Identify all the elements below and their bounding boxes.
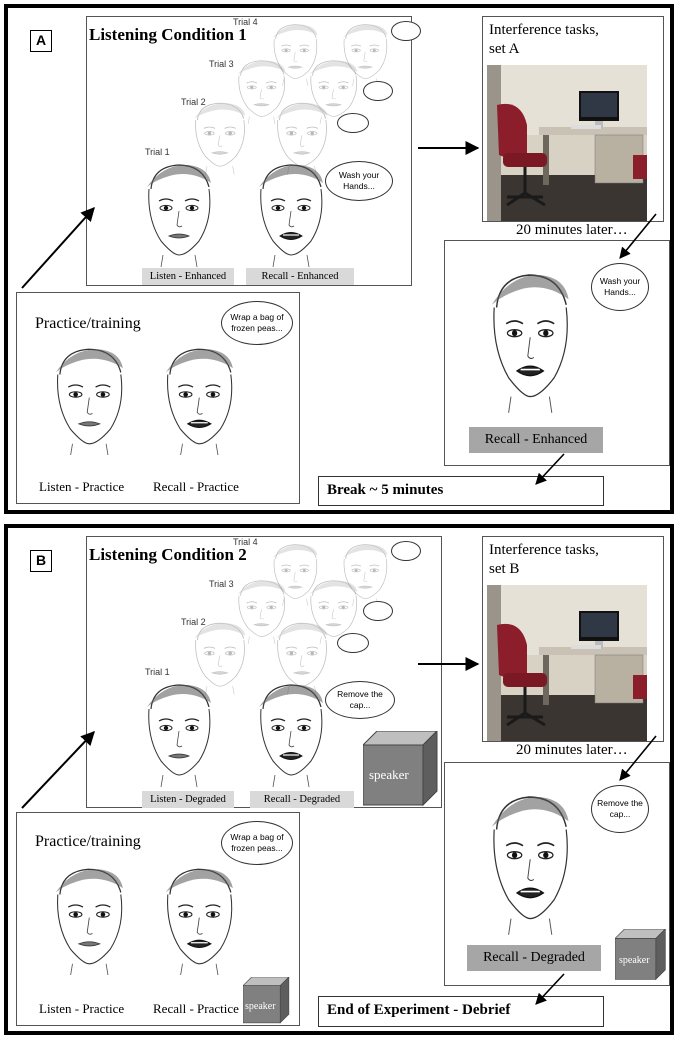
trial-bubble-small [337,633,369,653]
interference-box: Interference tasks, set A [482,16,664,222]
practice-recall-label: Recall - Practice [153,479,239,494]
panel-b-arrows [21,657,657,1005]
break-text: Break ~ 5 minutes [327,482,444,498]
speaker-label: speaker [369,767,409,782]
trial-3-label: Trial 3 [209,579,234,589]
interference-title: Interference tasks, set A [489,22,599,57]
trial-bubble-small [391,21,421,41]
trial-2-label: Trial 2 [181,97,206,107]
interference-title: Interference tasks, set B [489,542,599,577]
recall-speech-bubble: Wash your Hands... [591,263,649,311]
practice-recall-label: Recall - Practice [153,1001,239,1016]
practice-box: Practice/training Wrap a bag of frozen p… [16,292,300,504]
delay-text: 20 minutes later… [516,742,628,758]
speaker-label: speaker [245,1001,276,1012]
break-box: Break ~ 5 minutes [318,476,604,506]
trial-4-label: Trial 4 [233,17,258,27]
delay-text: 20 minutes later… [516,222,628,238]
panel-label: A [30,30,52,52]
trial-bubble-small [391,541,421,561]
trial-bubble-small [337,113,369,133]
practice-title: Practice/training [35,315,141,332]
arrow-interference-to-recall [619,735,657,781]
arrow-practice-to-condition [21,730,95,809]
end-box: End of Experiment - Debrief [318,996,604,1027]
practice-listen-label: Listen - Practice [39,479,125,494]
recall-label: Recall - Degraded [250,791,354,808]
practice-title: Practice/training [35,833,141,850]
trial-2-label: Trial 2 [181,617,206,627]
listening-condition-box: Listening Condition 1 Trial 4 Trial 3 Tr… [86,16,421,286]
interference-box: Interference tasks, set B [482,536,664,742]
recall-label: Recall - Enhanced [246,268,354,285]
listen-label: Listen - Enhanced [142,268,234,285]
recall-box: Remove the cap... Recall - Degraded spea… [444,762,670,986]
trial-bubble-small [363,81,393,101]
speech-bubble: Remove the cap... [325,681,395,719]
recall-box: Wash your Hands... Recall - Enhanced [444,240,670,466]
trial-1-label: Trial 1 [145,147,170,157]
trial-4-label: Trial 4 [233,537,258,547]
trial-1-label: Trial 1 [145,667,170,677]
panel-a: A Listening Condition 1 Trial 4 Trial 3 … [4,4,674,514]
practice-listen-label: Listen - Practice [39,1001,125,1016]
speech-bubble: Wash your Hands... [325,161,393,201]
listen-label: Listen - Degraded [142,791,234,808]
arrow-practice-to-condition [21,206,95,289]
condition-title: Listening Condition 1 [89,25,247,44]
listening-condition-box: Listening Condition 2 Trial 4 Trial 3 Tr… [86,536,442,808]
recall-box-label: Recall - Enhanced [469,427,603,453]
panel-a-arrows [21,141,657,485]
arrow-interference-to-recall [619,213,657,259]
arrow-recall-to-end [535,973,565,1005]
trial-bubble-small [363,601,393,621]
condition-title: Listening Condition 2 [89,545,247,564]
recall-speech-bubble: Remove the cap... [591,785,649,833]
recall-box-label: Recall - Degraded [467,945,601,971]
speaker-label: speaker [619,955,650,966]
panel-label: B [30,550,52,572]
arrow-recall-to-break [535,453,565,485]
practice-speech-bubble: Wrap a bag of frozen peas... [221,821,293,865]
practice-speech-bubble: Wrap a bag of frozen peas... [221,301,293,345]
trial-3-label: Trial 3 [209,59,234,69]
practice-box: Practice/training Wrap a bag of frozen p… [16,812,300,1026]
panel-b: B Listening Condition 2 Trial 4 Trial 3 … [4,524,674,1035]
end-text: End of Experiment - Debrief [327,1002,511,1018]
